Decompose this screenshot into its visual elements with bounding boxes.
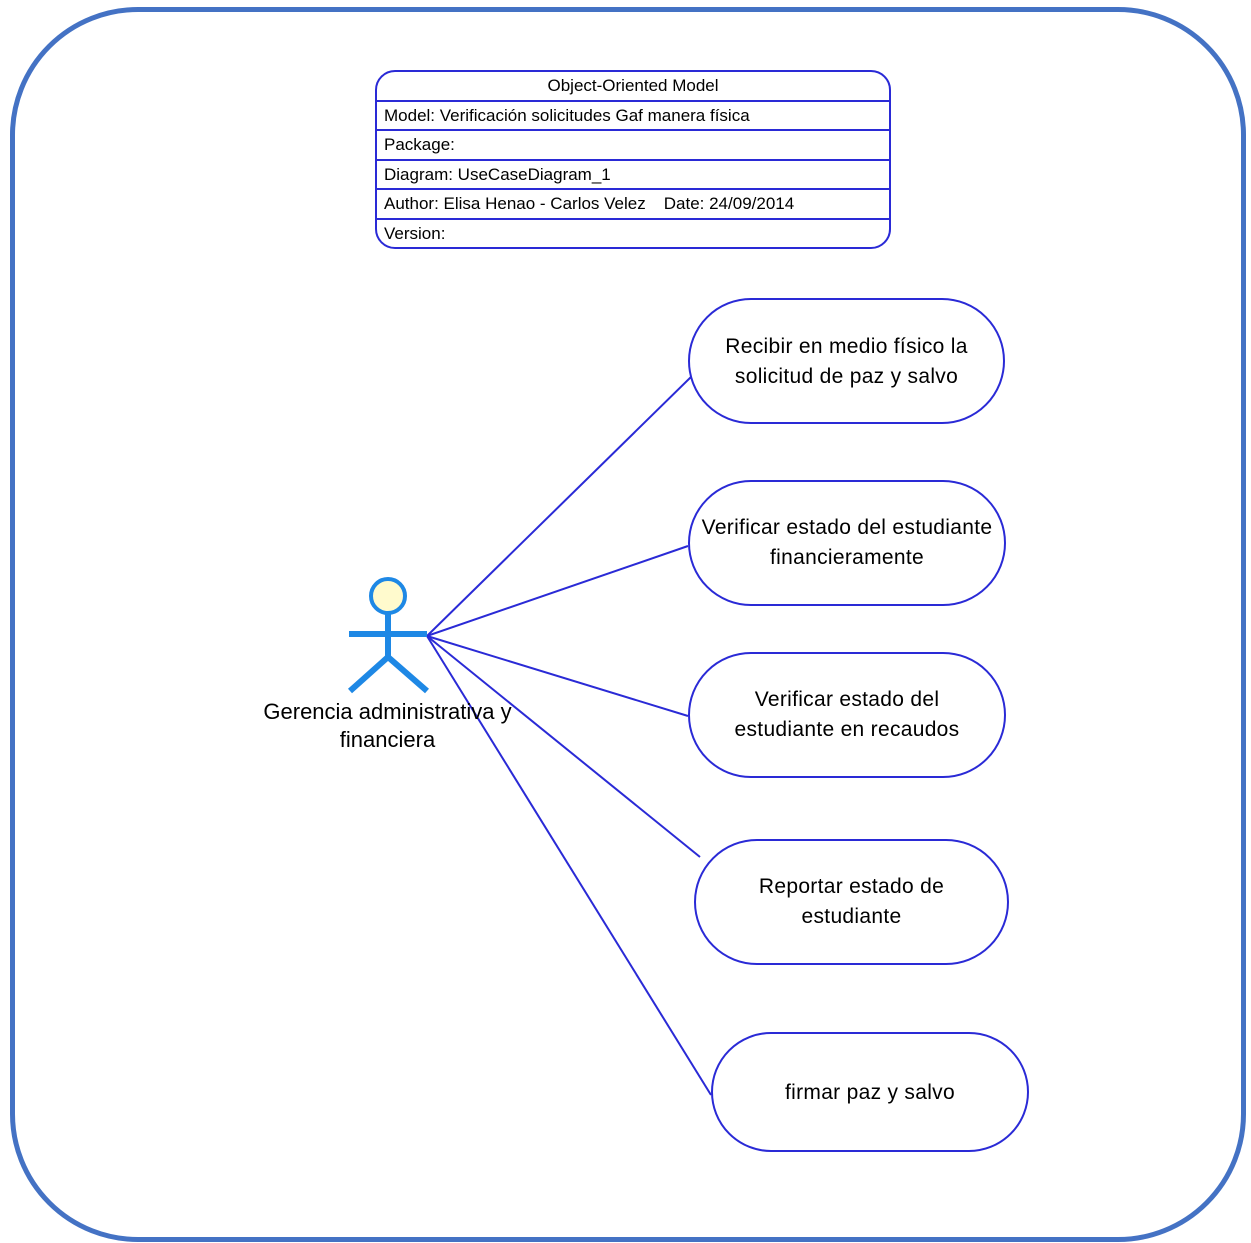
model-title-block: Object-Oriented Model Model: Verificació… (375, 70, 891, 249)
title-block-model: Model: Verificación solicitudes Gaf mane… (377, 102, 889, 132)
use-case-firmar-paz-y-salvo: firmar paz y salvo (711, 1032, 1029, 1152)
association-line-1 (426, 374, 694, 637)
actor-label: Gerencia administrativa y financiera (263, 699, 512, 752)
title-block-diagram: Diagram: UseCaseDiagram_1 (377, 161, 889, 191)
use-case-label: Verificar estado del estudiante financie… (701, 516, 993, 569)
stick-figure-actor-icon (347, 577, 429, 694)
title-block-heading: Object-Oriented Model (377, 72, 889, 102)
association-line-2 (426, 545, 689, 637)
title-block-package: Package: (377, 131, 889, 161)
use-case-reportar-estado: Reportar estado de estudiante (694, 839, 1009, 965)
associations (426, 374, 712, 1096)
association-line-4 (426, 635, 701, 858)
use-case-recibir-solicitud: Recibir en medio físico la solicitud de … (688, 298, 1005, 424)
use-case-verificar-financieramente: Verificar estado del estudiante financie… (688, 480, 1006, 606)
title-block-author: Author: Elisa Henao - Carlos Velez (384, 194, 646, 214)
association-line-3 (426, 635, 689, 717)
use-case-label: Recibir en medio físico la solicitud de … (725, 335, 968, 388)
title-block-author-row: Author: Elisa Henao - Carlos Velez Date:… (377, 190, 889, 220)
title-block-version: Version: (384, 223, 446, 243)
use-case-label: Reportar estado de estudiante (758, 875, 945, 928)
title-block-date: Date: 24/09/2014 (663, 194, 795, 214)
use-case-label: firmar paz y salvo (785, 1081, 955, 1104)
association-line-5 (426, 635, 712, 1096)
use-case-verificar-recaudos: Verificar estado del estudiante en recau… (688, 652, 1006, 778)
use-case-label: Verificar estado del estudiante en recau… (734, 688, 960, 741)
diagram-frame (10, 7, 1246, 1242)
